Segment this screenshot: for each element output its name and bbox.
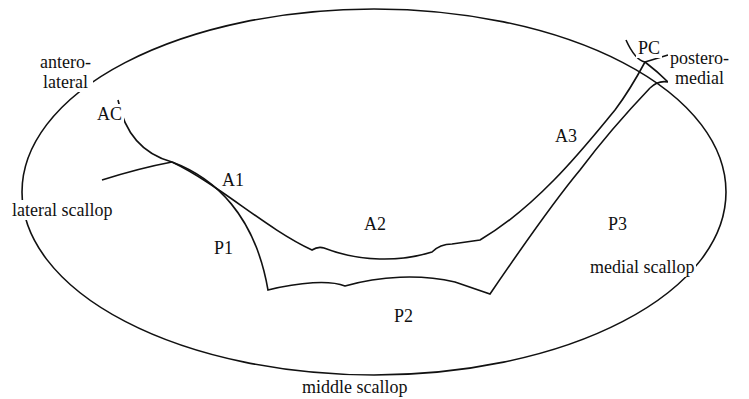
region-label: postero- medial	[668, 48, 731, 88]
region-label: antero- lateral	[38, 52, 93, 92]
anterior-leaflet-edge	[172, 62, 645, 259]
region-label: medial scallop	[588, 257, 696, 277]
region-label: middle scallop	[300, 377, 409, 397]
commissure-line	[118, 100, 172, 162]
scallop-label: A1	[220, 170, 246, 190]
commissure-label: PC	[636, 38, 662, 58]
posterior-leaflet-edge	[172, 88, 650, 294]
scallop-label: P3	[606, 214, 629, 234]
annulus-outline	[22, 9, 726, 375]
scallop-label: A2	[362, 214, 388, 234]
scallop-label: P1	[212, 238, 235, 258]
commissure-line	[102, 162, 172, 180]
scallop-label: A3	[553, 126, 579, 146]
scallop-label: P2	[392, 306, 415, 326]
region-label: lateral scallop	[10, 200, 114, 220]
commissure-label: AC	[95, 104, 124, 124]
